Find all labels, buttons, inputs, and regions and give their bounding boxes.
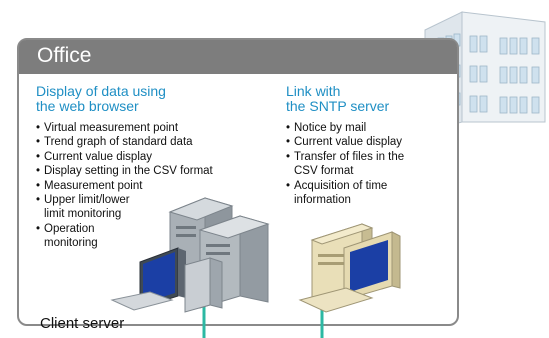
sntp-heading-line1: Link with	[286, 83, 341, 99]
list-item-continuation: limit monitoring	[44, 208, 122, 221]
web-browser-heading-line2: the web browser	[36, 98, 139, 114]
list-item: Trend graph of standard data	[36, 135, 213, 150]
sntp-computer-icon	[298, 223, 401, 313]
list-item: Current value display	[36, 150, 213, 165]
web-browser-heading: Display of data using the web browser	[36, 84, 166, 114]
list-item: Display setting in the CSV format	[36, 164, 213, 179]
office-title: Office	[37, 44, 92, 67]
list-item: Operation	[36, 222, 213, 237]
list-item-continuation: monitoring	[44, 237, 98, 250]
list-item: Current value display	[286, 135, 404, 150]
sntp-heading-line2: the SNTP server	[286, 98, 390, 114]
list-item: Virtual measurement point	[36, 121, 213, 136]
list-item: Upper limit/lower	[36, 193, 213, 208]
list-item-continuation: CSV format	[294, 165, 354, 178]
client-monitor-icon	[110, 247, 223, 313]
client-server-label: Client server	[40, 315, 125, 332]
list-item: Notice by mail	[286, 121, 404, 136]
sntp-list: Notice by mail Current value display Tra…	[286, 121, 404, 207]
list-item: Measurement point	[36, 179, 213, 194]
list-item: Acquisition of time	[286, 179, 404, 194]
sntp-heading: Link with the SNTP server	[286, 84, 389, 114]
web-browser-list: Virtual measurement point Trend graph of…	[36, 121, 213, 251]
web-browser-heading-line1: Display of data using	[36, 83, 166, 99]
office-header: Office	[19, 40, 457, 74]
list-item: Transfer of files in the	[286, 150, 404, 165]
list-item-continuation: information	[294, 194, 351, 207]
